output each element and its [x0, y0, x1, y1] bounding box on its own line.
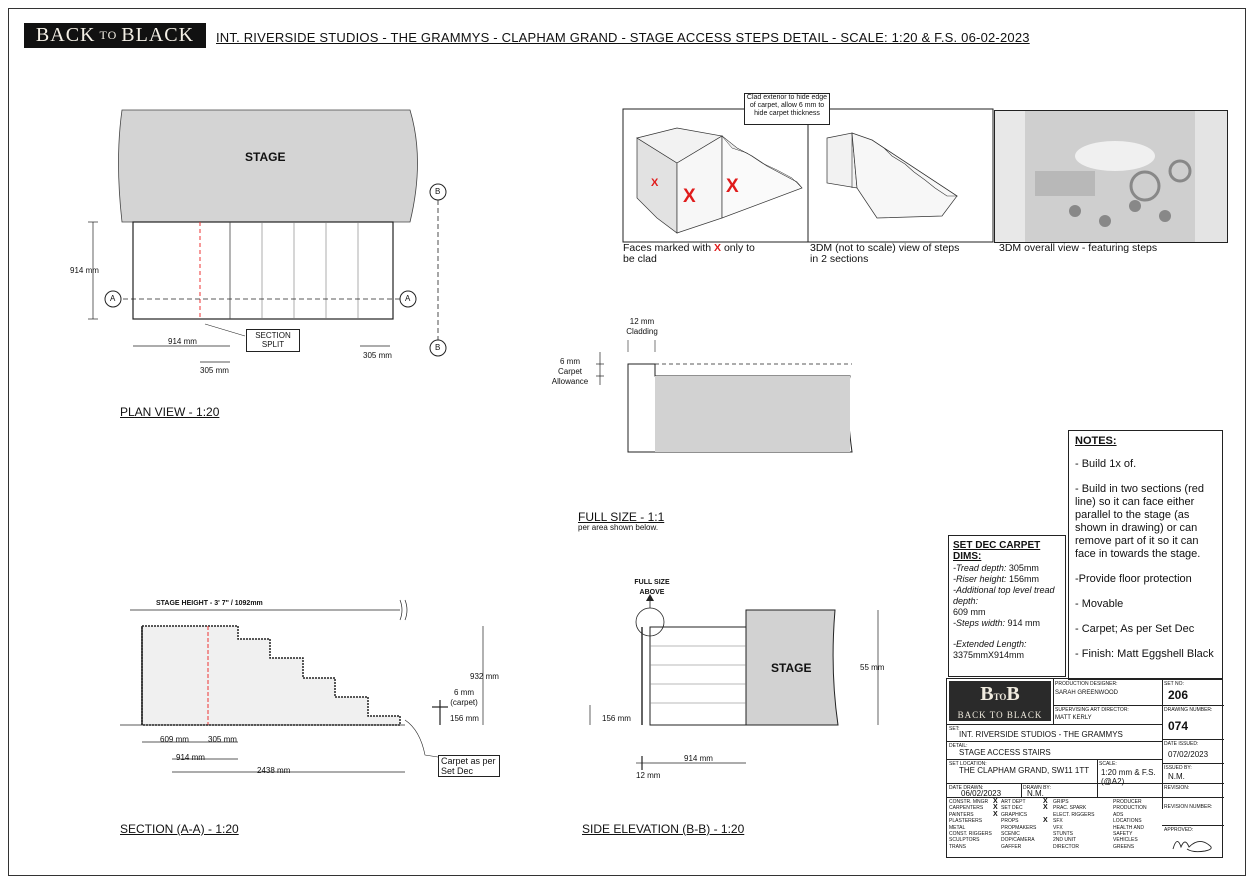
side-dim-12: 12 mm [636, 771, 661, 780]
section-dim-609: 609 mm [160, 735, 189, 744]
carpet-note-box: Carpet as per Set Dec [438, 755, 500, 777]
note-item: - Build in two sections (red line) so it… [1075, 483, 1204, 560]
production-designer: SARAH GREENWOOD [1055, 690, 1119, 696]
plan-view-drawing [88, 109, 447, 363]
section-dim-305: 305 mm [208, 735, 237, 744]
full-size-drawing [596, 340, 853, 453]
3d-overall-render [994, 110, 1228, 243]
side-elevation-title: SIDE ELEVATION (B-B) - 1:20 [582, 822, 745, 836]
section-marker-b-bottom: B [435, 343, 441, 352]
section-dim-2438: 2438 mm [257, 766, 291, 775]
drawing-title: INT. RIVERSIDE STUDIOS - THE GRAMMYS - C… [216, 30, 1030, 45]
notes-heading: NOTES: [1075, 435, 1117, 447]
3d-steps-views [622, 108, 994, 243]
set-location: THE CLAPHAM GRAND, SW11 1TT [959, 766, 1090, 775]
date-issued: 07/02/2023 [1168, 750, 1209, 759]
clad-face-x-mark-small: X [651, 177, 659, 189]
approval-signature [1172, 841, 1212, 853]
section-marker-a-left: A [110, 294, 116, 303]
3d-caption-steps: 3DM (not to scale) view of steps in 2 se… [810, 242, 960, 265]
set-name: INT. RIVERSIDE STUDIOS - THE GRAMMYS [959, 730, 1123, 739]
3d-caption-overall: 3DM overall view - featuring steps [999, 242, 1158, 254]
set-dec-carpet-dims: SET DEC CARPET DIMS: -Tread depth: 305mm… [948, 535, 1066, 677]
note-item: - Finish: Matt Eggshell Black [1075, 648, 1214, 660]
section-dim-6-carpet: 6 mm (carpet) [450, 688, 478, 707]
clad-exterior-callout: Clad exterior to hide edge of carpet, al… [744, 93, 830, 125]
section-marker-b-top: B [435, 187, 441, 196]
side-dim-914: 914 mm [684, 754, 713, 763]
section-marker-a-right: A [405, 294, 411, 303]
stage-height-label: STAGE HEIGHT - 3' 7" / 1092mm [156, 600, 263, 607]
drawn-by: N.M. [1027, 789, 1044, 798]
supervising-art-director: MATT KERLY [1055, 715, 1092, 721]
section-split-box: SECTION SPLIT [246, 329, 300, 352]
note-item: - Build 1x of. [1075, 458, 1137, 470]
detail-name: STAGE ACCESS STAIRS [959, 748, 1051, 757]
scale-value: 1:20 mm & F.S. (@A2) [1101, 768, 1156, 786]
set-number: 206 [1168, 688, 1189, 702]
date-drawn: 06/02/2023 [961, 789, 1002, 798]
full-size-subtitle: per area shown below. [578, 523, 659, 532]
plan-dim-914-vertical: 914 mm [70, 266, 99, 275]
side-dim-55: 55 mm [860, 663, 885, 672]
notes-box: NOTES: - Build 1x of. - Build in two sec… [1068, 430, 1223, 680]
plan-dim-305: 305 mm [200, 366, 229, 375]
title-block-logo: BTOB BACK TO BLACK [949, 681, 1051, 721]
section-dim-156: 156 mm [450, 714, 479, 723]
issued-by: N.M. [1168, 772, 1185, 781]
side-stage-label: STAGE [771, 661, 812, 675]
title-block: BTOB BACK TO BLACK PRODUCTION DESIGNER: … [946, 678, 1224, 858]
note-item: - Carpet; As per Set Dec [1075, 623, 1195, 635]
section-dim-932: 932 mm [470, 672, 499, 681]
clad-face-x-mark-right: X [726, 176, 739, 197]
note-item: - Movable [1075, 598, 1124, 610]
drawing-frame [8, 8, 1246, 876]
3d-caption-faces: Faces marked with X only to be clad [623, 242, 755, 265]
plan-dim-914-horizontal: 914 mm [168, 337, 197, 346]
full-size-title: FULL SIZE - 1:1 [578, 510, 665, 524]
drawing-number: 074 [1168, 719, 1189, 733]
cladding-dim-label: 12 mm Cladding [626, 317, 658, 336]
note-item: -Provide floor protection [1075, 573, 1192, 585]
side-elevation-drawing [589, 594, 879, 770]
section-view-title: SECTION (A-A) - 1:20 [120, 822, 239, 836]
plan-view-title: PLAN VIEW - 1:20 [120, 405, 220, 419]
plan-stage-label: STAGE [245, 150, 286, 164]
section-dim-914: 914 mm [176, 753, 205, 762]
clad-face-x-mark-center: X [683, 186, 696, 207]
side-dim-156: 156 mm [602, 714, 631, 723]
set-dec-heading: SET DEC CARPET DIMS: [953, 540, 1041, 562]
carpet-allowance-label: 6 mm Carpet Allowance [551, 357, 589, 386]
plan-dim-305-right: 305 mm [363, 351, 392, 360]
full-size-above-label: FULL SIZE ABOVE [634, 579, 670, 596]
section-a-a-drawing [120, 599, 484, 773]
